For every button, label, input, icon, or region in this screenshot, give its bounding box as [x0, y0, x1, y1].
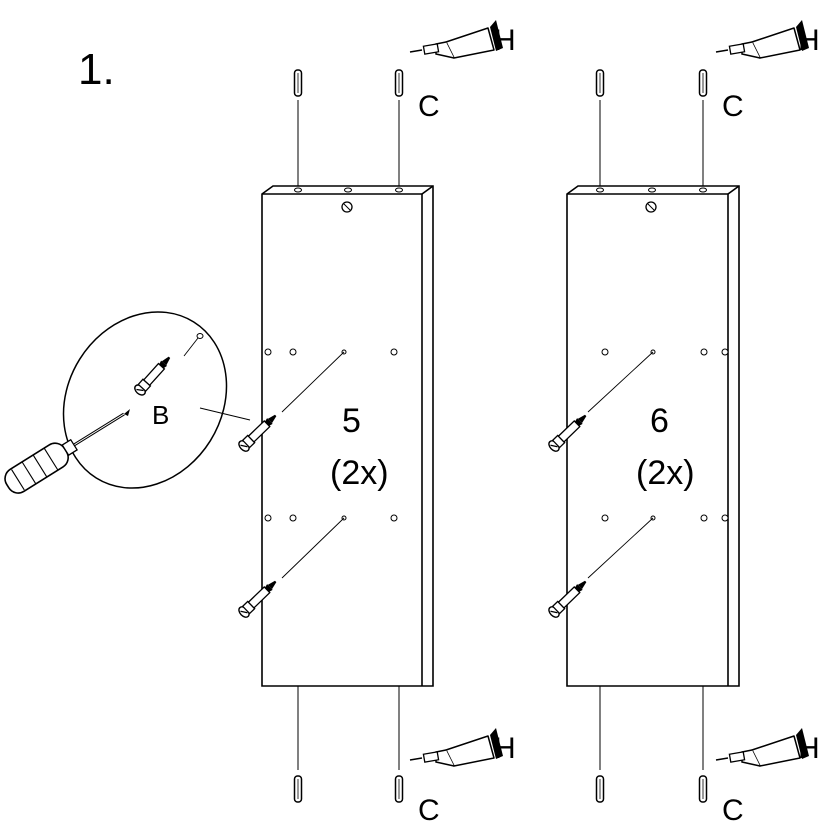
step-number: 1.	[78, 45, 115, 94]
glue-label-bottom-right: H	[798, 732, 820, 765]
panel-6-qty: (2x)	[636, 454, 695, 492]
dowel-label-top-right: C	[722, 90, 744, 123]
panel-5	[236, 19, 504, 803]
panel-5-label: 5	[342, 402, 361, 440]
cam-bolt-label: B	[152, 400, 169, 430]
glue-label-top-right: H	[798, 24, 820, 57]
screwdriver-icon	[4, 409, 130, 494]
detail-callout	[62, 311, 251, 489]
dowel-label-bottom-left: C	[418, 794, 440, 827]
panel-6	[546, 19, 810, 803]
dowel-label-top-left: C	[418, 90, 440, 123]
panel-6-label: 6	[650, 402, 669, 440]
panel-5-qty: (2x)	[330, 454, 389, 492]
glue-label-top-left: H	[494, 24, 516, 57]
dowel-label-bottom-right: C	[722, 794, 744, 827]
glue-label-bottom-left: H	[494, 732, 516, 765]
